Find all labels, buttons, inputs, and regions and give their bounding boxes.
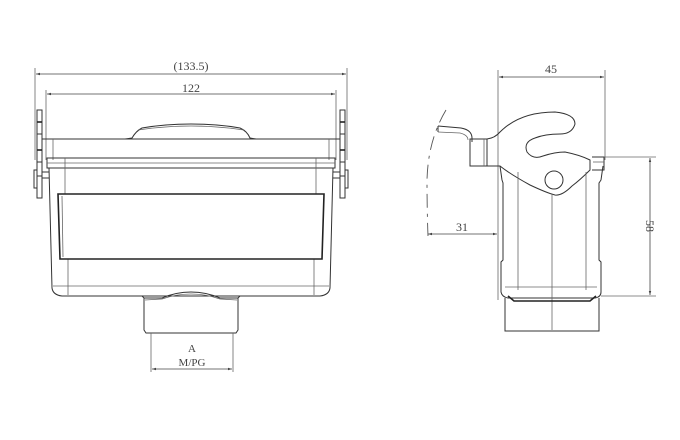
dim-side-width-label: 45 — [545, 62, 557, 76]
label-window — [57, 193, 325, 260]
lever-swing-arc — [426, 109, 447, 237]
dimension-inner-width: 122 — [45, 81, 337, 160]
left-hinge — [33, 109, 49, 199]
side-view: 45 31 58 — [426, 62, 657, 332]
cable-entry-thread-label: M/PG — [179, 357, 206, 369]
dim-lever-offset-label: 31 — [456, 220, 468, 234]
pivot-pin — [544, 170, 564, 190]
side-housing-body — [499, 165, 604, 299]
hook-lever — [486, 111, 591, 196]
dimension-lever-offset: 31 — [428, 220, 497, 236]
dim-side-height-label: 58 — [643, 220, 657, 232]
dimension-side-height: 58 — [601, 156, 657, 297]
housing-body — [48, 167, 334, 297]
lever-open-handle — [437, 125, 473, 142]
right-hinge — [333, 109, 349, 199]
cable-entry-a-label: A — [188, 343, 196, 355]
dimension-side-width: 45 — [497, 62, 606, 300]
cable-entry: A M/PG — [141, 291, 241, 372]
dim-overall-width-label: (133.5) — [174, 59, 209, 73]
front-view: (133.5) 122 — [33, 59, 349, 372]
dim-inner-width-label: 122 — [182, 81, 200, 95]
top-hump — [124, 123, 257, 140]
dimension-overall-width: (133.5) — [34, 59, 348, 160]
